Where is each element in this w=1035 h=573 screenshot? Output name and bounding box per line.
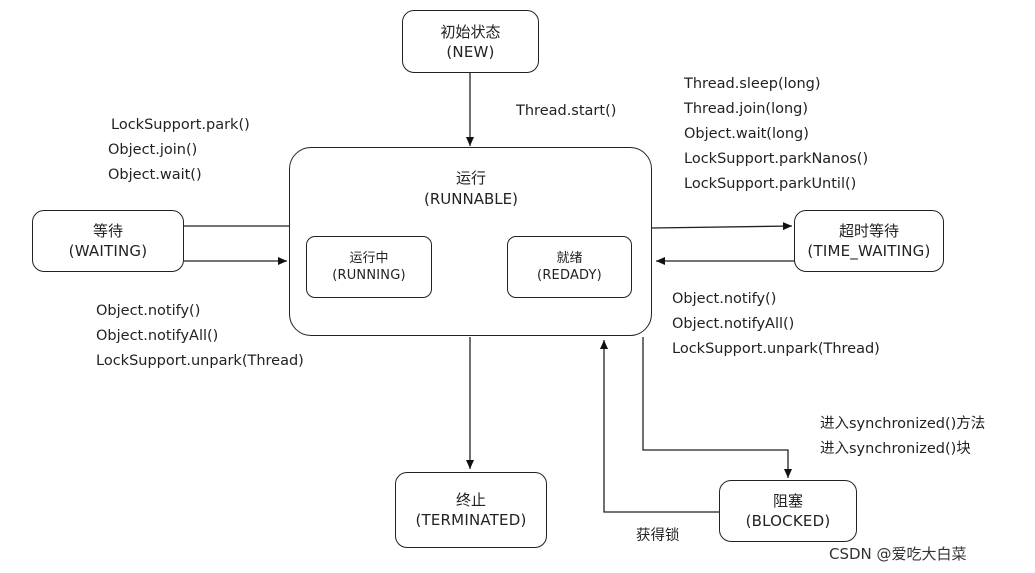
label-from-timed-waiting-line: LockSupport.unpark(Thread) <box>672 341 880 357</box>
state-timed-waiting-cn: 超时等待 <box>838 222 899 240</box>
state-running-cn: 运行中 <box>349 251 389 266</box>
state-waiting-en: (WAITING) <box>68 242 148 260</box>
state-terminated: 终止 (TERMINATED) <box>395 472 547 548</box>
state-terminated-en: (TERMINATED) <box>415 511 527 529</box>
state-running-en: (RUNNING) <box>332 268 406 283</box>
label-from-waiting-line: Object.notify() <box>96 303 201 319</box>
label-to-blocked-line: 进入synchronized()块 <box>820 441 971 457</box>
state-runnable-cn: 运行 <box>455 169 486 187</box>
label-from-timed-waiting: Object.notify() Object.notifyAll() LockS… <box>672 287 880 362</box>
label-from-timed-waiting-line: Object.notify() <box>672 291 777 307</box>
state-new-cn: 初始状态 <box>440 22 501 41</box>
label-from-blocked: 获得锁 <box>636 528 680 544</box>
state-runnable-en: (RUNNABLE) <box>424 190 518 208</box>
label-to-timed-waiting-line: LockSupport.parkUntil() <box>684 176 857 192</box>
watermark: CSDN @爱吃大白菜 <box>829 545 967 563</box>
label-to-blocked-line: 进入synchronized()方法 <box>820 416 986 432</box>
state-timed-waiting-en: (TIME_WAITING) <box>807 242 931 260</box>
label-to-waiting-line: Object.join() <box>108 142 198 158</box>
state-ready-en: (REDADY) <box>537 268 602 283</box>
state-timed-waiting: 超时等待 (TIME_WAITING) <box>794 210 944 272</box>
state-waiting: 等待 (WAITING) <box>32 210 184 272</box>
arrow-blocked-to-runnable <box>600 340 719 513</box>
label-to-waiting: LockSupport.park() Object.join() Object.… <box>108 113 250 188</box>
state-waiting-cn: 等待 <box>92 222 123 240</box>
state-new-en: (NEW) <box>446 42 495 61</box>
label-to-waiting-line: LockSupport.park() <box>111 117 250 133</box>
label-from-waiting: Object.notify() Object.notifyAll() LockS… <box>96 299 304 374</box>
label-to-timed-waiting-line: Thread.sleep(long) <box>684 76 821 92</box>
label-from-waiting-line: Object.notifyAll() <box>96 328 219 344</box>
state-running: 运行中 (RUNNING) <box>306 236 432 298</box>
label-to-timed-waiting: Thread.sleep(long) Thread.join(long) Obj… <box>684 72 868 197</box>
arrow-runnable-to-blocked <box>642 337 792 478</box>
label-to-timed-waiting-line: Thread.join(long) <box>684 101 809 117</box>
state-runnable-title: 运行 (RUNNABLE) <box>290 168 652 210</box>
label-to-timed-waiting-line: Object.wait(long) <box>684 126 809 142</box>
label-to-timed-waiting-line: LockSupport.parkNanos() <box>684 151 869 167</box>
state-ready-cn: 就绪 <box>556 251 583 266</box>
state-terminated-cn: 终止 <box>455 491 486 509</box>
state-ready: 就绪 (REDADY) <box>507 236 632 298</box>
label-to-waiting-line: Object.wait() <box>108 167 202 183</box>
label-from-timed-waiting-line: Object.notifyAll() <box>672 316 795 332</box>
label-start: Thread.start() <box>516 103 617 119</box>
arrow-runnable-to-timed-waiting <box>651 222 793 231</box>
state-blocked-en: (BLOCKED) <box>745 512 831 530</box>
state-new: 初始状态 (NEW) <box>402 10 539 73</box>
label-to-blocked: 进入synchronized()方法 进入synchronized()块 <box>820 412 985 462</box>
state-blocked: 阻塞 (BLOCKED) <box>719 480 857 542</box>
label-from-waiting-line: LockSupport.unpark(Thread) <box>96 353 304 369</box>
state-blocked-cn: 阻塞 <box>772 492 803 510</box>
